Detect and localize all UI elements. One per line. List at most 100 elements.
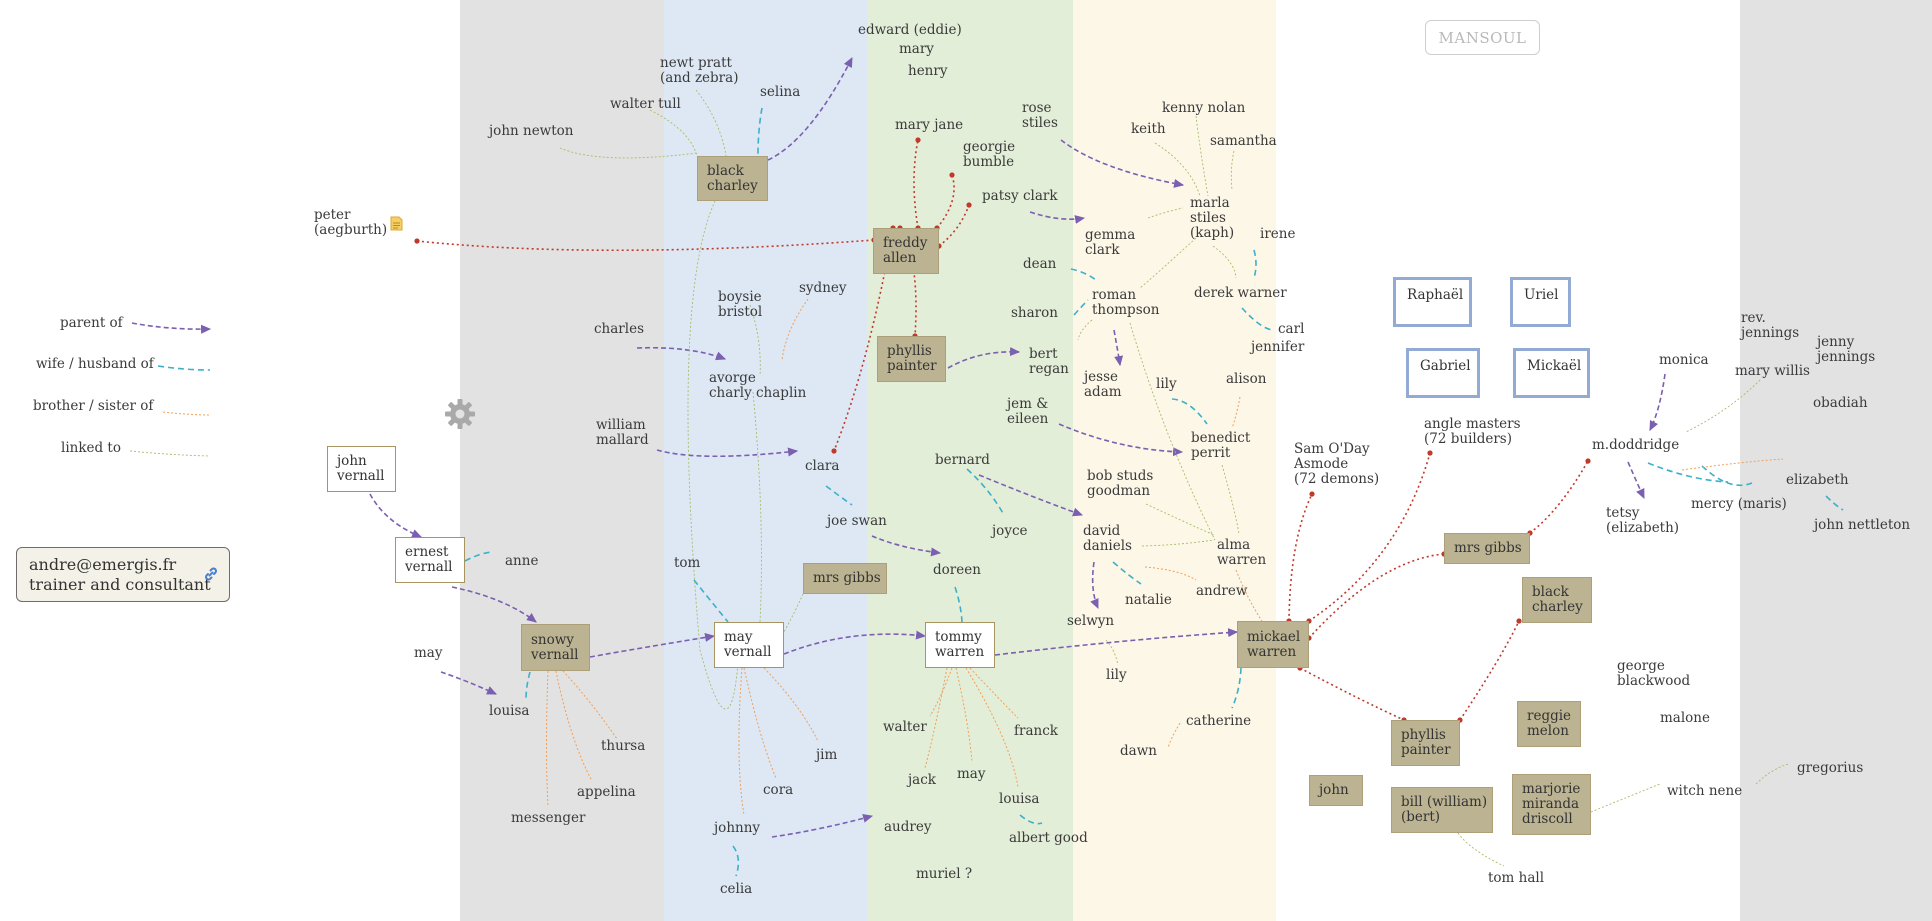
label-walter[interactable]: walter: [883, 719, 927, 735]
label-albert-good[interactable]: albert good: [1009, 830, 1088, 846]
label-tom-hall[interactable]: tom hall: [1488, 870, 1545, 886]
label-elizabeth[interactable]: elizabeth: [1786, 472, 1849, 488]
label-bob-studs[interactable]: bob studs goodman: [1087, 468, 1154, 499]
label-obadiah[interactable]: obadiah: [1813, 395, 1868, 411]
node-black-charley[interactable]: black charley: [697, 156, 768, 201]
label-jim[interactable]: jim: [816, 747, 838, 763]
label-sharon[interactable]: sharon: [1011, 305, 1058, 321]
contact-email[interactable]: andre@emergis.fr: [29, 555, 177, 574]
node-raphael[interactable]: Raphaël: [1393, 277, 1472, 327]
label-andrew[interactable]: andrew: [1196, 583, 1248, 599]
node-phyllis-painter-2[interactable]: phyllis painter: [1391, 720, 1460, 766]
label-catherine[interactable]: catherine: [1186, 713, 1252, 729]
label-johnny[interactable]: johnny: [714, 820, 761, 836]
node-black-charley-2[interactable]: black charley: [1522, 577, 1592, 623]
label-muriel[interactable]: muriel ?: [916, 866, 973, 882]
mansoul-title[interactable]: MANSOUL: [1425, 20, 1540, 55]
label-joyce[interactable]: joyce: [992, 523, 1028, 539]
label-audrey[interactable]: audrey: [884, 819, 932, 835]
label-louisa-2[interactable]: louisa: [999, 791, 1040, 807]
node-ernest-vernall[interactable]: ernest vernall: [395, 537, 465, 583]
label-henry[interactable]: henry: [908, 63, 948, 79]
label-carl[interactable]: carl: [1278, 321, 1305, 337]
label-may[interactable]: may: [414, 645, 443, 661]
label-gregorius[interactable]: gregorius: [1797, 760, 1864, 776]
label-anne[interactable]: anne: [505, 553, 539, 569]
label-john-newton[interactable]: john newton: [489, 123, 574, 139]
label-john-nettleton[interactable]: john nettleton: [1814, 517, 1911, 533]
label-sydney[interactable]: sydney: [799, 280, 847, 296]
label-edward[interactable]: edward (eddie): [858, 22, 962, 38]
label-cora[interactable]: cora: [763, 782, 794, 798]
label-benedict-perrit[interactable]: benedict perrit: [1191, 430, 1251, 461]
label-jenny-jennings[interactable]: jenny jennings: [1817, 334, 1876, 365]
label-appelina[interactable]: appelina: [577, 784, 636, 800]
label-mary[interactable]: mary: [899, 41, 934, 57]
node-freddy-allen[interactable]: freddy allen: [873, 228, 939, 274]
label-roman-thompson[interactable]: roman thompson: [1092, 287, 1160, 318]
label-irene[interactable]: irene: [1260, 226, 1296, 242]
label-m-doddridge[interactable]: m.doddridge: [1592, 437, 1680, 453]
node-mickael-warren[interactable]: mickael warren: [1237, 621, 1309, 668]
node-mrs-gibbs-2[interactable]: mrs gibbs: [1444, 533, 1530, 564]
label-clara[interactable]: clara: [805, 458, 840, 474]
label-rev-jennings[interactable]: rev. jennings: [1741, 310, 1800, 341]
label-marla-stiles[interactable]: marla stiles (kaph): [1190, 195, 1235, 241]
label-jesse-adam[interactable]: jesse adam: [1084, 369, 1122, 400]
node-uriel[interactable]: Uriel: [1510, 277, 1571, 327]
label-gemma-clark[interactable]: gemma clark: [1085, 227, 1136, 258]
label-bernard[interactable]: bernard: [935, 452, 990, 468]
node-gabriel[interactable]: Gabriel: [1406, 348, 1480, 398]
node-phyllis-painter[interactable]: phyllis painter: [877, 336, 946, 382]
label-kenny-nolan[interactable]: kenny nolan: [1162, 100, 1246, 116]
gear-icon[interactable]: [444, 398, 476, 430]
label-derek-warner[interactable]: derek warner: [1194, 285, 1287, 301]
label-rose-stiles[interactable]: rose stiles: [1022, 100, 1058, 131]
label-messenger[interactable]: messenger: [511, 810, 586, 826]
label-george-blackwood[interactable]: george blackwood: [1617, 658, 1691, 689]
label-louisa[interactable]: louisa: [489, 703, 530, 719]
label-selina[interactable]: selina: [760, 84, 801, 100]
node-snowy-vernall[interactable]: snowy vernall: [521, 624, 590, 671]
label-joe-swan[interactable]: joe swan: [827, 513, 887, 529]
label-lily-1[interactable]: lily: [1156, 376, 1177, 392]
label-mary-willis[interactable]: mary willis: [1735, 363, 1810, 379]
label-mercy[interactable]: mercy (maris): [1691, 496, 1787, 512]
label-tetsy[interactable]: tetsy (elizabeth): [1606, 505, 1680, 536]
node-bill-william[interactable]: bill (william) (bert): [1391, 787, 1493, 833]
label-selwyn[interactable]: selwyn: [1067, 613, 1115, 629]
label-georgie-bumble[interactable]: georgie bumble: [963, 139, 1016, 170]
label-witch-nene[interactable]: witch nene: [1667, 783, 1743, 799]
label-alison[interactable]: alison: [1226, 371, 1267, 387]
label-alma-warren[interactable]: alma warren: [1217, 537, 1267, 568]
link-icon[interactable]: [203, 566, 219, 582]
node-may-vernall[interactable]: may vernall: [714, 622, 784, 668]
label-bert-regan[interactable]: bert regan: [1029, 346, 1069, 377]
label-celia[interactable]: celia: [720, 881, 753, 897]
label-dawn[interactable]: dawn: [1120, 743, 1157, 759]
node-marjorie[interactable]: marjorie miranda driscoll: [1512, 774, 1591, 835]
label-newt-pratt[interactable]: newt pratt (and zebra): [660, 55, 739, 86]
label-mary-jane[interactable]: mary jane: [895, 117, 964, 133]
node-john-vernall[interactable]: john vernall: [327, 446, 396, 492]
label-samantha[interactable]: samantha: [1210, 133, 1277, 149]
label-lily-2[interactable]: lily: [1106, 667, 1127, 683]
label-keith[interactable]: keith: [1131, 121, 1166, 137]
contact-card[interactable]: andre@emergis.fr trainer and consultant: [16, 547, 230, 602]
node-mickael-angel[interactable]: Mickaël: [1513, 348, 1590, 398]
label-monica[interactable]: monica: [1659, 352, 1709, 368]
label-tom[interactable]: tom: [674, 555, 701, 571]
label-sam-oday[interactable]: Sam O'Day Asmode (72 demons): [1294, 441, 1380, 487]
label-jennifer[interactable]: jennifer: [1251, 339, 1305, 355]
node-mrs-gibbs[interactable]: mrs gibbs: [803, 563, 887, 594]
label-patsy-clark[interactable]: patsy clark: [982, 188, 1058, 204]
label-doreen[interactable]: doreen: [933, 562, 981, 578]
label-jack[interactable]: jack: [908, 772, 936, 788]
label-dean[interactable]: dean: [1023, 256, 1057, 272]
label-william-mallard[interactable]: william mallard: [596, 417, 649, 448]
label-charles[interactable]: charles: [594, 321, 644, 337]
label-jem-eileen[interactable]: jem & eileen: [1007, 396, 1049, 427]
label-natalie[interactable]: natalie: [1125, 592, 1172, 608]
label-david-daniels[interactable]: david daniels: [1083, 523, 1132, 554]
node-john[interactable]: john: [1309, 775, 1363, 806]
